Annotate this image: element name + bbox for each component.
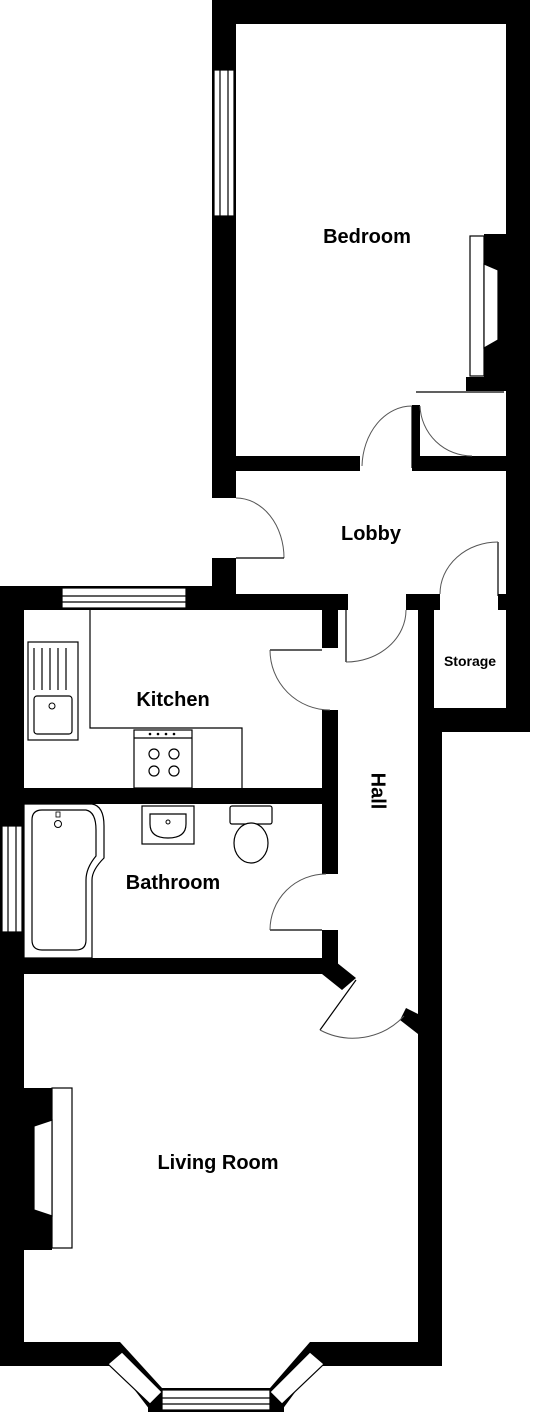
wall-lobby-right-stub	[498, 594, 530, 610]
wall-living-bottom-left	[0, 1342, 120, 1366]
window-bedroom	[213, 69, 235, 217]
window-kitchen	[61, 587, 187, 609]
label-kitchen: Kitchen	[136, 689, 209, 711]
label-living-room: Living Room	[157, 1152, 278, 1174]
wall-bedroom-nib	[412, 405, 420, 471]
kitchen-sink-icon	[27, 641, 79, 741]
wall-kitchen-bathroom	[0, 788, 336, 804]
label-storage: Storage	[444, 653, 496, 669]
fixtures	[23, 235, 499, 1249]
wall-hall-left-mid	[322, 710, 338, 874]
toilet-icon	[229, 805, 273, 864]
wall-bedroom-bottom-right	[420, 456, 530, 471]
doors	[235, 391, 504, 1039]
door-bedroom-cupboard	[416, 391, 504, 457]
wall-bedroom-top	[212, 0, 530, 24]
window-bay-right	[269, 1351, 325, 1405]
kitchen-hob-icon	[133, 729, 193, 789]
fireplace-living-icon	[33, 1087, 73, 1249]
bathtub-icon	[23, 803, 105, 959]
kitchen-counters	[89, 610, 243, 788]
bathroom-basin-icon	[141, 805, 195, 845]
label-bedroom: Bedroom	[323, 226, 411, 248]
wall-hall-door-jamb	[400, 1008, 418, 1034]
wall-hall-right	[418, 732, 442, 1366]
wall-bathroom-living	[0, 958, 336, 974]
wall-storage-bottom	[418, 708, 530, 732]
window-bathroom	[1, 825, 23, 933]
wall-living-bottom-right	[310, 1342, 442, 1366]
door-kitchen	[269, 649, 331, 711]
door-lobby-entrance	[235, 497, 285, 559]
wall-storage-left	[418, 594, 434, 732]
fireplace-bedroom-icon	[469, 235, 499, 377]
windows	[1, 69, 325, 1411]
label-bathroom: Bathroom	[126, 872, 220, 894]
wall-hall-left-upper	[322, 610, 338, 648]
door-storage	[439, 541, 499, 596]
door-bedroom	[361, 405, 413, 468]
wall-bedroom-bottom-left	[212, 456, 360, 471]
door-hall	[345, 609, 407, 663]
wall-bedroom-right	[506, 0, 530, 732]
door-living	[319, 979, 405, 1039]
label-hall: Hall	[367, 773, 389, 810]
label-lobby: Lobby	[341, 523, 402, 545]
wall-lobby-bottom	[212, 594, 348, 610]
wall-living-door-jamb	[322, 962, 356, 990]
wall-hall-left-low	[322, 930, 338, 974]
door-bathroom	[269, 873, 327, 931]
wall-left-outer	[0, 586, 24, 1366]
window-bay-left	[107, 1351, 163, 1405]
window-bay-center	[161, 1389, 271, 1411]
room-labels: Bedroom Lobby Storage Kitchen Hall Bathr…	[126, 226, 497, 1174]
